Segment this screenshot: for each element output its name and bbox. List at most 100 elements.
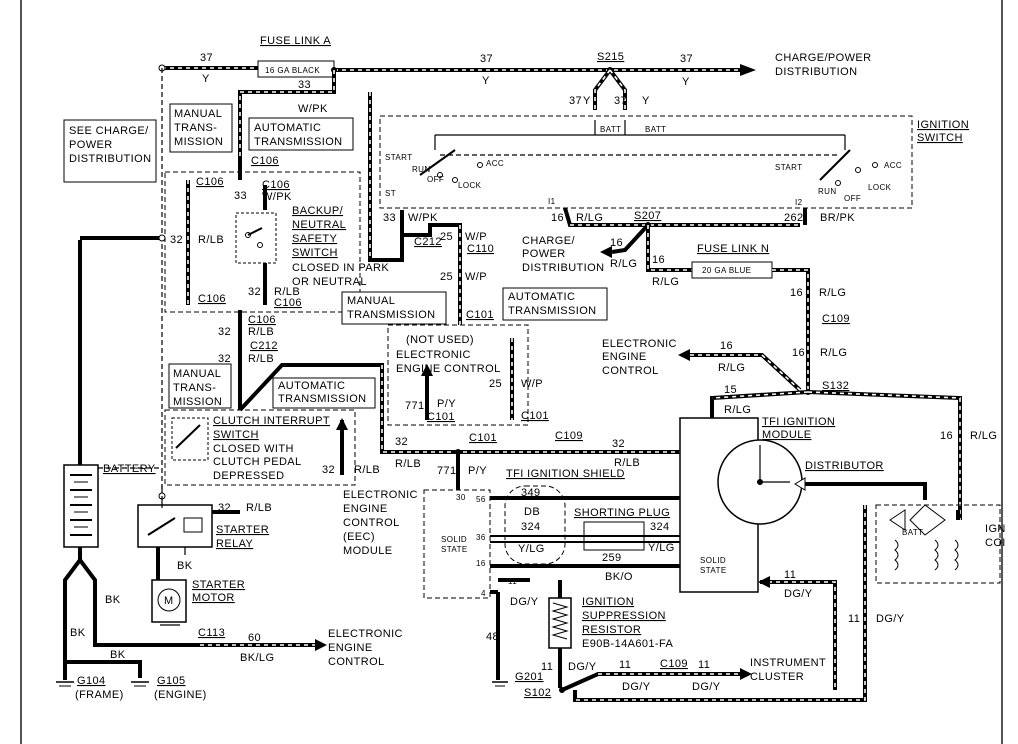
wire-11-a: 11 — [508, 577, 517, 586]
ign-lock-right: LOCK — [868, 183, 892, 192]
wire-25-a: 25 — [440, 231, 453, 243]
conn-c113: C113 — [198, 627, 225, 639]
splice-s132: S132 — [822, 380, 849, 392]
closed-park-2: OR NEUTRAL — [292, 276, 367, 288]
wire-rlg-15: R/LG — [724, 404, 751, 416]
clutch-region — [161, 310, 680, 495]
pin-16: 16 — [476, 559, 486, 568]
coil-batt: BATT — [902, 528, 923, 537]
not-used: (NOT USED) — [406, 334, 474, 346]
suppression-resistor — [548, 580, 752, 693]
ign-off-left: OFF — [427, 175, 444, 184]
ign-run-left: RUN — [412, 165, 431, 174]
pin-36: 36 — [476, 533, 486, 542]
tfi-module — [679, 417, 927, 593]
fuse-link-a-label: FUSE LINK A — [260, 35, 331, 47]
ground-wires — [56, 547, 327, 687]
wire-32-g: 32 — [612, 438, 625, 450]
battery — [63, 234, 166, 548]
wire-ylg-a: Y/LG — [518, 543, 545, 555]
eec-bottom-2: ENGINE — [328, 642, 373, 654]
ign-supp-3: RESISTOR — [582, 624, 641, 636]
wire-25-c: 25 — [489, 378, 502, 390]
wire-32-c: 32 — [218, 326, 231, 338]
eec-not-used-1: ELECTRONIC — [396, 349, 471, 361]
see-charge-box — [63, 119, 157, 183]
neutral-wires — [368, 92, 462, 325]
wire-33-top: 33 — [298, 79, 311, 91]
wire-bklg: BK/LG — [240, 652, 274, 664]
wire-48: 48 — [486, 631, 499, 643]
clutch-3: CLOSED WITH — [213, 443, 294, 455]
ign-lock-left: LOCK — [458, 181, 482, 190]
conn-c110: C110 — [467, 243, 494, 255]
wire-37-c: 37 — [680, 53, 693, 65]
backup-4: SWITCH — [292, 247, 338, 259]
eec-bottom-3: CONTROL — [328, 656, 385, 668]
wire-rlb-l: R/LB — [198, 234, 224, 246]
eec-module-2: ENGINE — [343, 503, 388, 515]
wire-rlb-sr: R/LB — [246, 502, 272, 514]
wire-rlb-d: R/LB — [248, 353, 274, 365]
wire-y-d: Y — [583, 95, 591, 107]
wire-py-a: P/Y — [437, 398, 456, 410]
manual-trans-box-top — [169, 103, 233, 153]
wire-rlg-ign: R/LG — [576, 212, 603, 224]
wire-dgy-f: DG/Y — [692, 681, 721, 693]
eec-module-1: ELECTRONIC — [343, 489, 418, 501]
conn-c106-e: C106 — [274, 297, 302, 309]
wire-rlg-n: R/LG — [819, 287, 846, 299]
ign-i2: I2 — [795, 198, 803, 207]
wire-wp-a: W/P — [465, 231, 487, 243]
manual-trans-top-3: MISSION — [174, 136, 223, 148]
wire-16-ign: 16 — [551, 212, 564, 224]
g104-2: (FRAME) — [75, 689, 124, 701]
wire-11-e: 11 — [619, 659, 631, 671]
wire-32-d: 32 — [218, 353, 231, 365]
auto-trans-low-1: AUTOMATIC — [278, 380, 345, 392]
manual-trans-box-mid — [341, 291, 447, 325]
eec-bottom-1: ELECTRONIC — [328, 628, 403, 640]
wire-bk-sm: BK — [177, 560, 193, 572]
wire-32-e: 32 — [322, 464, 335, 476]
wire-rlb-bk: R/LB — [274, 286, 300, 298]
ignition-switch-label-1: IGNITION — [917, 119, 969, 131]
clutch-4: CLUTCH PEDAL — [213, 456, 302, 468]
manual-trans-low-3: MISSION — [173, 396, 222, 408]
wire-rlg-cp: R/LG — [610, 258, 637, 270]
ign-i1: I1 — [548, 197, 556, 206]
auto-trans-mid-1: AUTOMATIC — [508, 291, 575, 303]
tfi-module-2: MODULE — [762, 429, 811, 441]
ign-start-left: START — [385, 153, 412, 162]
wire-37-d: 37 — [569, 95, 582, 107]
g105-2: (ENGINE) — [154, 689, 207, 701]
conn-c106-f: C106 — [248, 314, 276, 326]
tfi-shield: TFI IGNITION SHIELD — [506, 468, 625, 480]
auto-trans-top-1: AUTOMATIC — [254, 122, 321, 134]
wire-dgy-b: DG/Y — [784, 588, 813, 600]
ign-st: ST — [385, 189, 396, 198]
conn-c109-mid: C109 — [555, 430, 583, 442]
ignition-switch-label-2: SWITCH — [917, 132, 963, 144]
conn-c109-bottom: C109 — [660, 658, 688, 670]
backup-2: NEUTRAL — [292, 219, 346, 231]
wire-py-b: P/Y — [468, 465, 487, 477]
clutch-1: CLUTCH INTERRUPT — [213, 415, 330, 427]
eec-not-used-2: ENGINE CONTROL — [396, 363, 501, 375]
splice-s207: S207 — [634, 210, 661, 222]
see-charge-3: DISTRIBUTION — [69, 153, 151, 165]
motor-m: M — [164, 595, 174, 607]
wire-349: 349 — [521, 487, 541, 499]
eec-module-5: MODULE — [343, 545, 392, 557]
wire-33-bk: 33 — [234, 190, 247, 202]
eec-solid-2: STATE — [441, 545, 468, 554]
wire-25-b: 25 — [440, 271, 453, 283]
wire-brpk: BR/PK — [820, 212, 855, 224]
wire-32-sr: 32 — [218, 502, 231, 514]
eec-right-1: ELECTRONIC — [602, 338, 677, 350]
wire-rlg-coil: R/LG — [970, 430, 997, 442]
eec-right-2: ENGINE — [602, 351, 647, 363]
ign-off-right: OFF — [844, 194, 861, 203]
conn-c101-d: C101 — [469, 432, 497, 444]
